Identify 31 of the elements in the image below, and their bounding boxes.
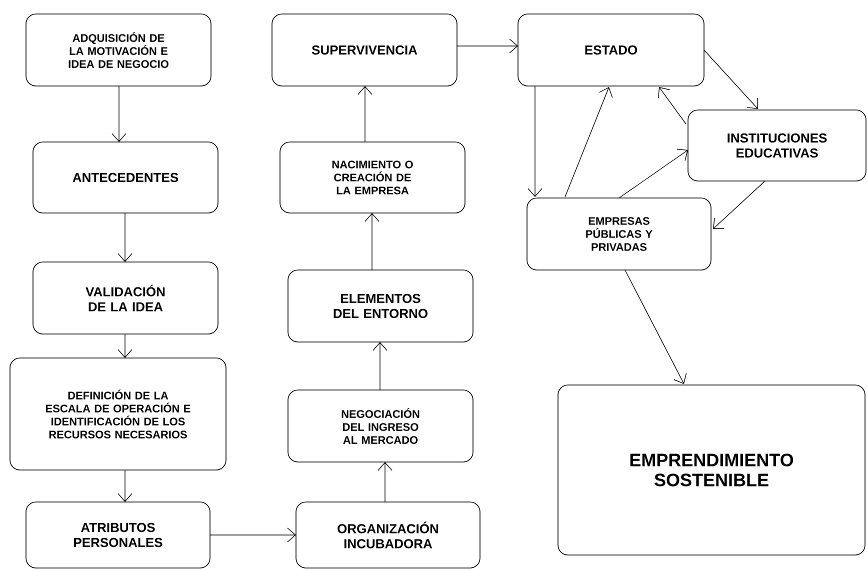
process-box: NACIMIENTO O CREACIÓN DE LA EMPRESA <box>280 142 466 214</box>
process-box: ELEMENTOS DEL ENTORNO <box>288 270 474 342</box>
arrow <box>704 50 758 109</box>
arrow <box>658 87 686 124</box>
arrow <box>118 334 132 358</box>
process-box: ATRIBUTOS PERSONALES <box>26 502 210 568</box>
arrow <box>713 180 766 229</box>
arrow <box>564 87 613 198</box>
process-box: EMPRESAS PÚBLICAS Y PRIVADAS <box>526 198 712 270</box>
arrow <box>210 528 296 542</box>
process-box: ADQUISICIÓN DE LA MOTIVACIÓN E IDEA DE NEGOCIO <box>26 14 212 86</box>
arrow <box>618 148 688 198</box>
arrow <box>372 342 388 390</box>
arrow <box>118 470 132 502</box>
arrow <box>624 270 687 384</box>
process-box: VALIDACIÓN DE LA IDEA <box>32 262 218 334</box>
process-box: SUPERVIVENCIA <box>272 14 458 86</box>
arrow <box>528 86 542 197</box>
process-box: ORGANIZACIÓN INCUBADORA <box>296 502 480 568</box>
process-box: ANTECEDENTES <box>32 142 218 214</box>
arrow <box>456 38 518 54</box>
process-box: ESTADO <box>518 14 704 86</box>
arrow <box>112 86 126 142</box>
arrow <box>118 212 132 262</box>
arrow <box>358 86 372 142</box>
arrow <box>364 213 380 270</box>
arrow <box>378 462 392 502</box>
process-box: DEFINICIÓN DE LA ESCALA DE OPERACIÓN E IDENTIFICACIÓN DE LOS RECURSOS NECESARIOS <box>10 358 226 470</box>
process-box: EMPRENDIMIENTO SOSTENIBLE <box>558 384 866 556</box>
process-box: NEGOCIACIÓN DEL INGRESO AL MERCADO <box>288 390 474 462</box>
process-box: INSTITUCIONES EDUCATIVAS <box>688 110 866 182</box>
